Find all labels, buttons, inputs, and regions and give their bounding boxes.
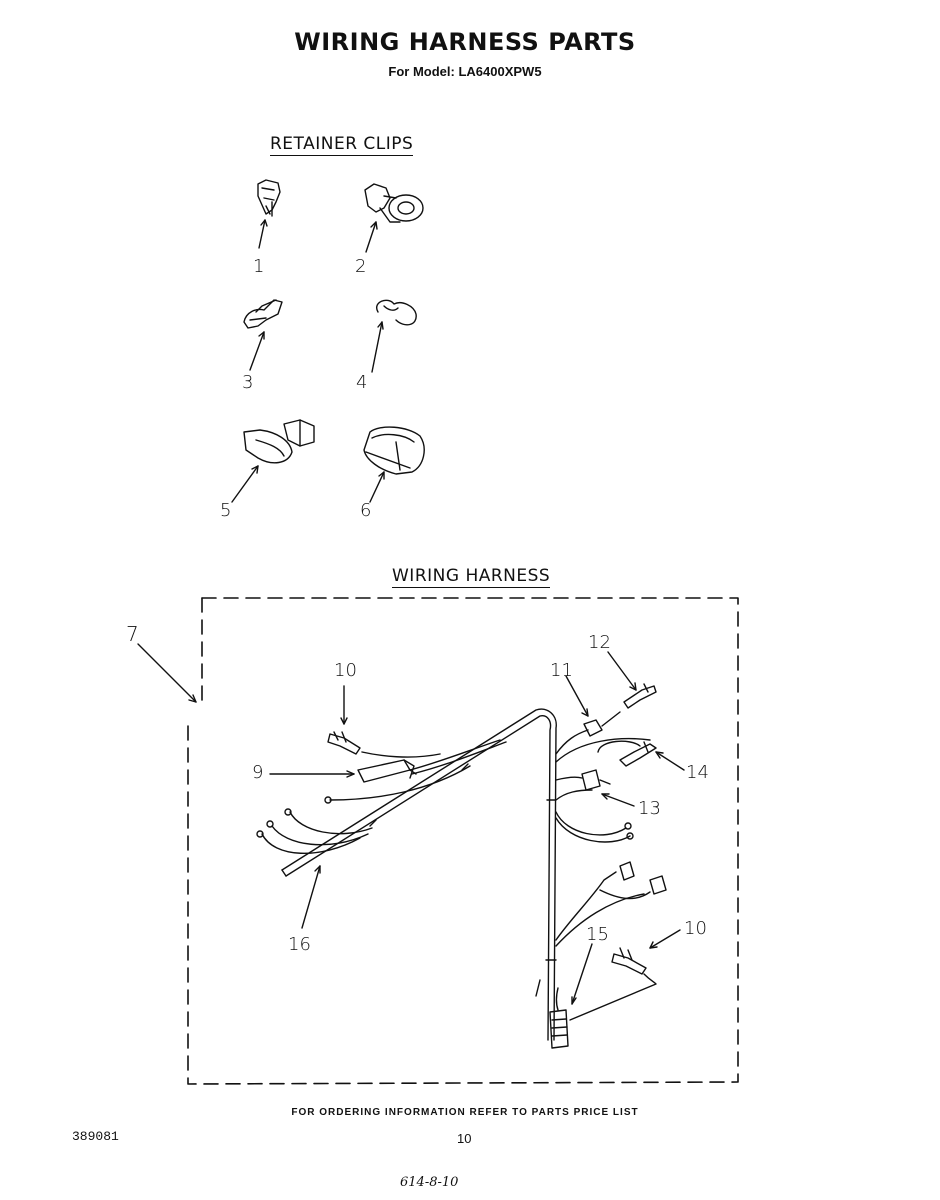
terminal-10-top (327, 731, 441, 758)
label-15: 15 (586, 924, 609, 945)
harness-branches-right (555, 811, 634, 843)
connector-13 (555, 769, 611, 801)
label-14: 14 (686, 762, 709, 783)
page-number: 10 (457, 1131, 472, 1146)
leader-15 (571, 943, 593, 1005)
trunk-tail (535, 979, 541, 997)
leader-16 (301, 865, 321, 929)
leader-clip-1 (258, 219, 266, 249)
leader-13 (601, 793, 635, 807)
leader-11 (565, 675, 589, 717)
terminal-14 (555, 737, 657, 767)
section-wiring-harness: WIRING HARNESS (392, 566, 551, 588)
handwritten-note: 614-8-10 (400, 1175, 459, 1190)
leader-clip-3 (249, 331, 265, 371)
leader-12 (607, 651, 637, 691)
retainer-clip-4 (376, 299, 417, 326)
label-10-bottom: 10 (684, 918, 707, 939)
leader-clip-2 (365, 221, 377, 253)
label-16: 16 (288, 934, 311, 955)
label-7: 7 (126, 622, 139, 646)
retainer-clip-1 (257, 179, 281, 217)
leader-clip-5 (231, 465, 259, 503)
label-clip-2: 2 (355, 256, 367, 277)
label-9: 9 (252, 762, 264, 783)
label-10-top: 10 (334, 660, 357, 681)
leader-10-bottom (649, 929, 681, 949)
harness-trunk (281, 708, 557, 1041)
label-13: 13 (638, 798, 661, 819)
label-clip-4: 4 (356, 372, 368, 393)
terminal-10-bottom (569, 947, 657, 1021)
connectors-lower (555, 861, 667, 947)
leader-14 (655, 751, 685, 771)
document-number: 389081 (72, 1129, 119, 1144)
label-clip-5: 5 (220, 500, 232, 521)
connector-11 (555, 711, 621, 755)
retainer-clip-3 (243, 299, 283, 329)
label-clip-6: 6 (360, 500, 372, 521)
label-11: 11 (550, 660, 573, 681)
harness-branches-left (256, 765, 471, 855)
connector-block-15 (549, 987, 569, 1049)
label-12: 12 (588, 632, 611, 653)
leader-clip-6 (369, 471, 385, 503)
harness-box (187, 597, 739, 1085)
ordering-note: FOR ORDERING INFORMATION REFER TO PARTS … (291, 1107, 639, 1118)
retainer-clip-2 (364, 183, 424, 223)
connector-9 (357, 739, 507, 783)
page-title: WIRING HARNESS PARTS (294, 28, 636, 56)
terminal-12 (623, 683, 657, 709)
label-clip-3: 3 (242, 372, 254, 393)
model-subtitle: For Model: LA6400XPW5 (388, 64, 542, 79)
retainer-clip-5 (243, 419, 315, 464)
label-clip-1: 1 (253, 256, 265, 277)
retainer-clip-6 (363, 426, 425, 475)
leader-clip-4 (371, 321, 383, 373)
leader-7 (137, 643, 197, 703)
section-retainer-clips: RETAINER CLIPS (270, 134, 414, 156)
